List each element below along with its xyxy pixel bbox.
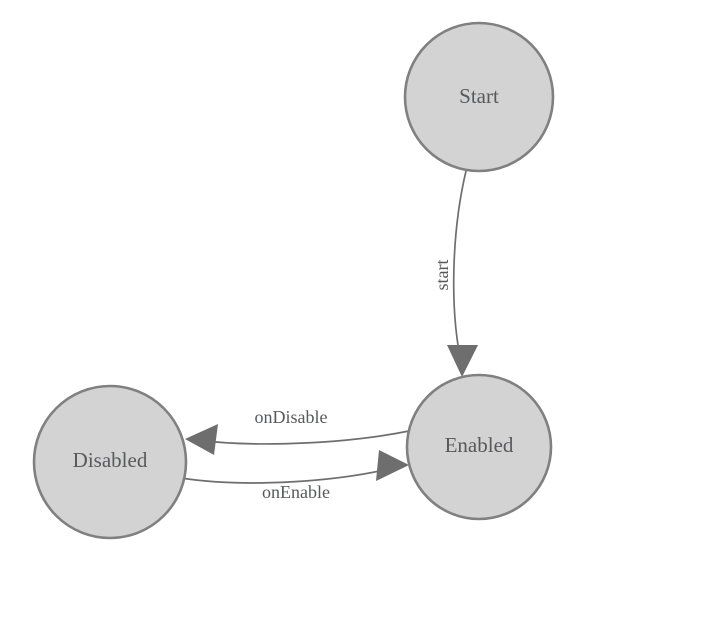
state-node-enabled-label: Enabled [445, 433, 514, 457]
edge-enabled-to-disabled-path [195, 430, 410, 445]
state-node-start-label: Start [459, 84, 499, 108]
state-node-start[interactable]: Start [403, 21, 555, 173]
edge-disabled-to-enabled-path [180, 466, 398, 484]
edge-start-to-enabled-arrowhead [447, 345, 478, 377]
edge-enabled-to-disabled[interactable]: onDisable [185, 407, 410, 455]
edge-start-to-enabled-path [452, 170, 467, 367]
state-node-disabled-label: Disabled [73, 448, 148, 472]
edge-disabled-to-enabled[interactable]: onEnable [180, 450, 409, 502]
state-node-start-circle [403, 21, 555, 173]
edge-disabled-to-enabled-arrowhead [376, 450, 409, 481]
edge-start-to-enabled[interactable]: start [432, 170, 478, 377]
state-node-disabled-circle [32, 384, 188, 540]
edge-enabled-to-disabled-arrowhead [185, 424, 218, 455]
edge-label-start: start [432, 260, 452, 291]
edge-label-onenable: onEnable [262, 482, 330, 502]
state-node-enabled-circle [405, 373, 553, 521]
state-node-disabled[interactable]: Disabled [32, 384, 188, 540]
state-node-enabled[interactable]: Enabled [405, 373, 553, 521]
edge-label-ondisable: onDisable [255, 407, 328, 427]
